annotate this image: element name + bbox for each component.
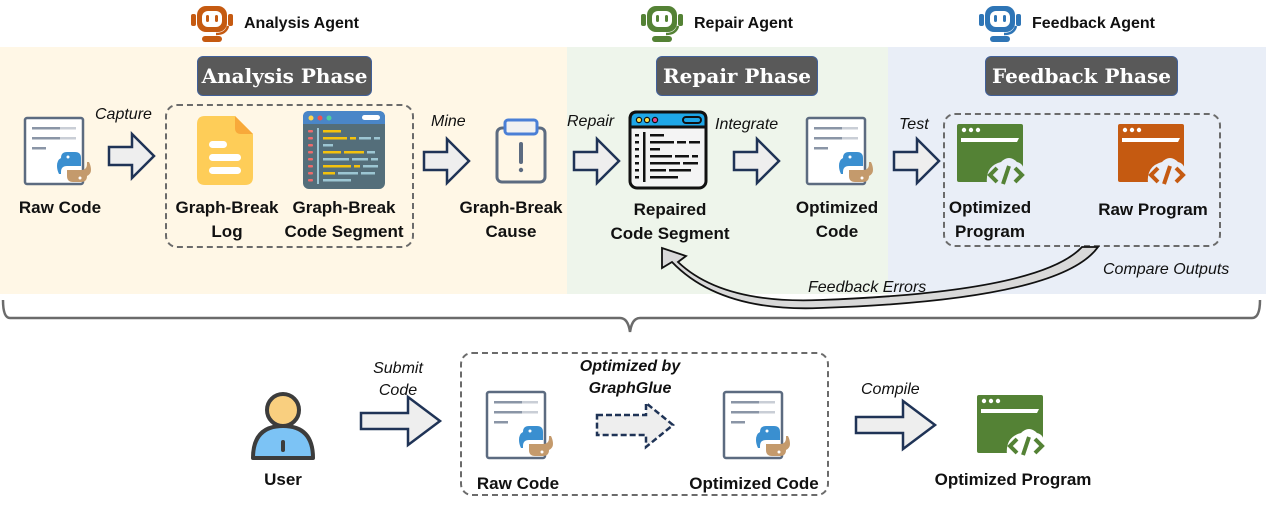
label-line: Optimized <box>948 198 1032 217</box>
capture-label: Capture <box>95 106 152 123</box>
test-arrow <box>892 135 941 187</box>
robot-icon <box>190 4 234 44</box>
label-line: Optimized <box>795 198 879 217</box>
compare-outputs-label: Compare Outputs <box>1103 261 1230 278</box>
label-line: GraphGlue <box>588 380 672 397</box>
mine-label: Mine <box>431 113 466 130</box>
optimized-program-icon <box>957 124 1033 186</box>
label-line: Code Segment <box>610 224 730 243</box>
bottom-raw-code-label: Raw Code <box>476 474 560 493</box>
agent-label: Repair Agent <box>694 15 793 32</box>
label-line: Code <box>815 222 859 241</box>
compile-arrow <box>854 398 938 452</box>
label-line: Program <box>955 222 1025 241</box>
label-line: Graph-Break <box>459 198 563 217</box>
label-line: Repaired <box>633 200 707 219</box>
label-line: Code <box>378 382 418 399</box>
raw-program-label: Raw Program <box>1098 200 1208 219</box>
integrate-arrow <box>732 135 781 187</box>
python-file-icon <box>485 390 557 462</box>
python-file-icon <box>722 390 794 462</box>
compile-label: Compile <box>861 381 920 398</box>
log-file-icon <box>195 115 255 187</box>
agent-label: Feedback Agent <box>1032 15 1155 32</box>
bottom-optimized-code-label: Optimized Code <box>689 474 819 493</box>
label-line: Graph-Break <box>175 198 279 217</box>
label-line: Submit <box>373 360 423 377</box>
raw-code-label: Raw Code <box>18 198 102 217</box>
clipboard-alert-icon <box>494 118 550 186</box>
program-compare-group <box>943 113 1221 247</box>
agent-label: Analysis Agent <box>244 15 359 32</box>
python-file-icon <box>23 116 95 188</box>
label-line: Cause <box>485 222 537 241</box>
user-label: User <box>264 470 302 489</box>
bottom-optimized-program-label: Optimized Program <box>934 470 1092 489</box>
raw-program-icon <box>1118 124 1194 186</box>
label-line: Graph-Break <box>292 198 396 217</box>
robot-icon <box>640 4 684 44</box>
robot-icon <box>978 4 1022 44</box>
repair-phase-title: Repair Phase <box>656 56 818 96</box>
label-line: Optimized by <box>579 358 681 375</box>
submit-arrow <box>359 394 443 448</box>
label-line: Log <box>211 222 243 241</box>
analysis-agent: Analysis Agent <box>190 6 359 42</box>
repair-agent: Repair Agent <box>640 6 793 42</box>
label-line: Code Segment <box>284 222 404 241</box>
python-file-icon <box>805 116 877 188</box>
capture-arrow <box>107 130 156 182</box>
optimized-program-icon <box>977 395 1053 457</box>
repair-label: Repair <box>567 113 615 130</box>
test-label: Test <box>899 116 929 133</box>
mine-arrow <box>422 135 471 187</box>
user-icon <box>247 390 319 464</box>
feedback-agent: Feedback Agent <box>978 6 1155 42</box>
feedback-phase-title: Feedback Phase <box>985 56 1178 96</box>
feedback-errors-label: Feedback Errors <box>808 279 927 296</box>
code-editor-icon <box>302 110 386 190</box>
optimized-by-label: Optimized by GraphGlue <box>570 356 690 400</box>
graph-break-group <box>165 104 414 248</box>
repair-arrow <box>572 135 621 187</box>
integrate-label: Integrate <box>715 116 779 133</box>
analysis-phase-title: Analysis Phase <box>197 56 372 96</box>
optimize-dashed-arrow <box>595 400 676 452</box>
graphglue-group <box>460 352 829 496</box>
repaired-code-icon <box>628 110 708 190</box>
